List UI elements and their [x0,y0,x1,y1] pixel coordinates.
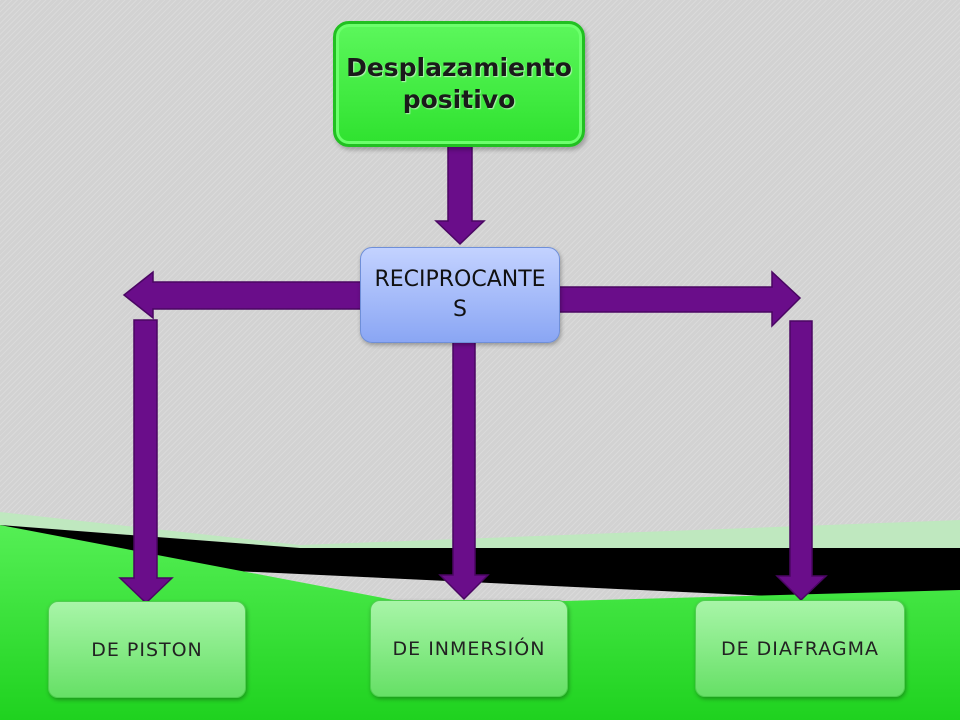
arrow-mid-down-to-inmersion [438,339,490,601]
node-de-piston: DE PISTON [48,601,246,698]
node-desplazamiento-positivo: Desplazamiento positivo [333,21,585,147]
arrows [118,142,828,605]
node-reciprocantes-label: RECIPROCANTES [374,267,546,322]
arrow-mid-to-right [556,270,802,328]
arrow-left-down-to-piston [118,319,174,605]
arrow-top-to-mid [434,142,486,246]
node-de-diafragma: DE DIAFRAGMA [695,600,905,697]
node-de-inmersion: DE INMERSIÓN [370,600,568,697]
node-de-piston-label: DE PISTON [91,638,203,661]
node-desplazamiento-positivo-label: Desplazamiento positivo [346,53,572,114]
node-de-diafragma-label: DE DIAFRAGMA [720,637,880,660]
background-light-green-strip [0,512,960,548]
node-reciprocantes: RECIPROCANTES [360,247,560,343]
arrow-mid-to-left [122,270,366,320]
arrow-right-down-to-diafragma [775,320,828,602]
node-de-inmersion-label: DE INMERSIÓN [392,637,546,660]
background-black-band [0,525,960,605]
